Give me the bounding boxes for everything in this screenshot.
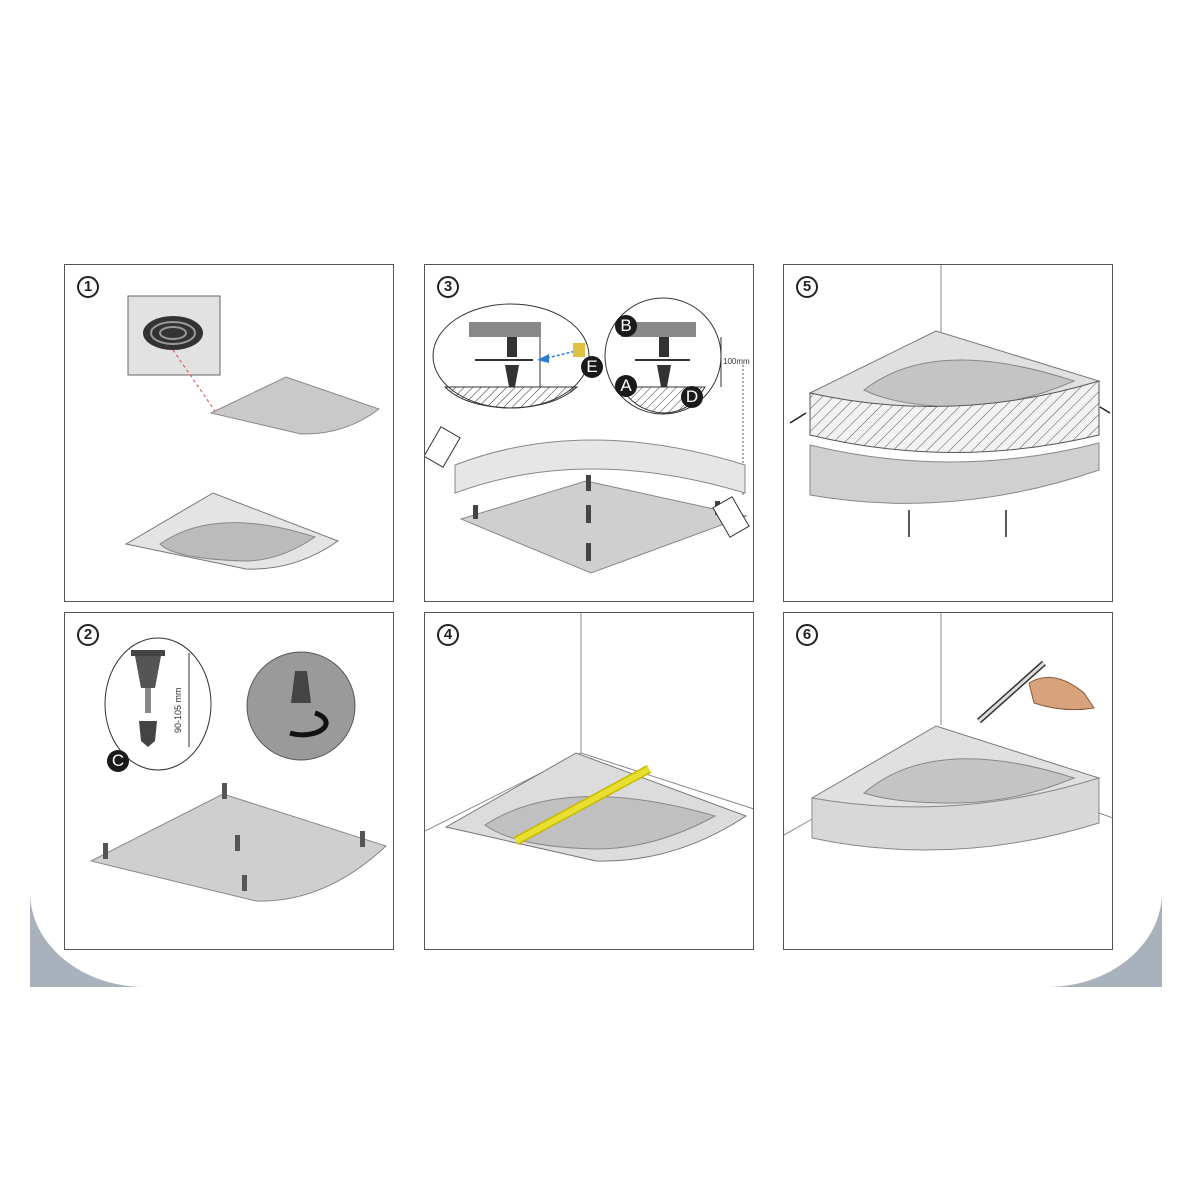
step-2-illustration [89, 637, 387, 902]
leg-detail-inset [104, 637, 212, 771]
step-3-illustration [425, 297, 750, 574]
step-4-panel: 4 [424, 612, 754, 950]
step-1-panel: 1 [64, 264, 394, 602]
base-board [209, 376, 381, 435]
step-number: 3 [437, 276, 459, 298]
label-b: B [615, 315, 637, 337]
height-dimension: 100mm [723, 357, 750, 366]
step-3-panel: 3 B A D E 100mm [424, 264, 754, 602]
step-number: 2 [77, 624, 99, 646]
leg-height-dimension: 90-105 mm [173, 687, 183, 733]
step-4-illustration [425, 613, 753, 862]
arrow-icon [537, 354, 549, 363]
step-6-panel: 6 [783, 612, 1113, 950]
skirt-panel [809, 442, 1100, 504]
arrow-icon [789, 406, 1111, 537]
label-e: E [581, 356, 603, 378]
skirt-panel [454, 439, 746, 494]
step-number: 5 [796, 276, 818, 298]
saw-icon [712, 496, 750, 538]
step-number: 6 [796, 624, 818, 646]
rotate-arrow-icon [289, 710, 329, 738]
step-1-illustration [124, 295, 381, 570]
adjustable-leg-icon [135, 656, 161, 688]
step-2-panel: 2 90-105 mm C [64, 612, 394, 950]
step-number: 4 [437, 624, 459, 646]
label-c: C [107, 750, 129, 772]
step-number: 1 [77, 276, 99, 298]
step-6-illustration [784, 613, 1112, 851]
sealant-gun-icon [977, 660, 1095, 724]
base-board [459, 480, 748, 574]
step-5-illustration [789, 265, 1111, 537]
step-5-panel: 5 [783, 264, 1113, 602]
rotate-leg-inset [246, 651, 356, 761]
skirt-panel [811, 777, 1100, 851]
label-a: A [615, 375, 637, 397]
saw-icon [425, 426, 461, 468]
hand-icon [573, 343, 585, 357]
label-d: D [681, 386, 703, 408]
